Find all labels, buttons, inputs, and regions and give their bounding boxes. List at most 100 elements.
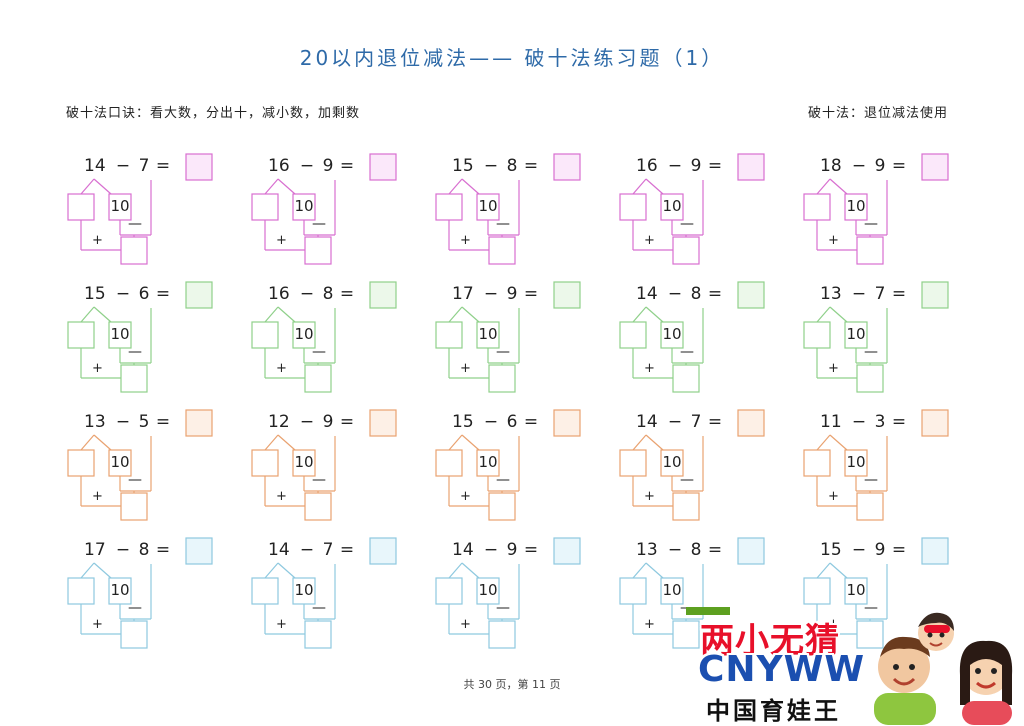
answer-box[interactable] [369,409,397,437]
ones-box[interactable] [67,449,95,477]
difference-box[interactable] [856,364,884,393]
answer-box[interactable] [737,537,765,565]
answer-box[interactable] [185,537,213,565]
answer-box[interactable] [921,153,949,181]
ones-box[interactable] [435,577,463,605]
decomposition-diagram [67,153,213,265]
ones-box[interactable] [435,321,463,349]
ten-label: 10 [294,453,314,471]
minuend: 14 [84,156,106,176]
ones-box[interactable] [67,321,95,349]
minus-label: — [864,472,878,488]
answer-box[interactable] [921,409,949,437]
answer-box[interactable] [553,281,581,309]
ones-box[interactable] [619,449,647,477]
difference-box[interactable] [856,492,884,521]
minus-label: — [128,600,142,616]
difference-box[interactable] [304,620,332,649]
answer-box[interactable] [369,153,397,181]
minus-sign: − [115,412,131,432]
difference-box[interactable] [120,492,148,521]
answer-box[interactable] [553,409,581,437]
equation: 15−6= [452,409,542,435]
ten-label: 10 [294,197,314,215]
minuend: 15 [452,412,474,432]
ones-box[interactable] [803,321,831,349]
ones-box[interactable] [67,193,95,221]
difference-box[interactable] [488,364,516,393]
difference-box[interactable] [488,492,516,521]
difference-box[interactable] [304,364,332,393]
difference-box[interactable] [672,620,700,649]
difference-box[interactable] [488,236,516,265]
ten-label: 10 [294,581,314,599]
ones-box[interactable] [435,449,463,477]
minus-sign: − [667,412,683,432]
ten-label: 10 [846,453,866,471]
decomposition-diagram [435,153,581,265]
ones-box[interactable] [803,577,831,605]
answer-box[interactable] [185,281,213,309]
difference-box[interactable] [304,492,332,521]
difference-box[interactable] [672,364,700,393]
minuend: 15 [820,540,842,560]
answer-box[interactable] [553,153,581,181]
decomposition-diagram [251,153,397,265]
equals-sign: = [339,284,355,304]
equals-sign: = [523,284,539,304]
answer-box[interactable] [369,281,397,309]
equation: 18−9= [820,153,910,179]
decomposition-diagram [251,409,397,521]
subtraction-problem: 15−8=10—+ [434,153,594,273]
answer-box[interactable] [921,537,949,565]
ones-box[interactable] [251,449,279,477]
minus-label: — [128,472,142,488]
watermark-bar [686,607,730,615]
minuend: 14 [636,412,658,432]
ones-box[interactable] [803,193,831,221]
equation: 17−9= [452,281,542,307]
decomposition-diagram [67,537,213,649]
subtrahend: 3 [874,412,886,432]
subtrahend: 7 [138,156,150,176]
answer-box[interactable] [737,409,765,437]
answer-box[interactable] [369,537,397,565]
plus-label: + [276,361,287,376]
difference-box[interactable] [856,236,884,265]
plus-label: + [92,233,103,248]
minuend: 18 [820,156,842,176]
difference-box[interactable] [856,620,884,649]
ones-box[interactable] [803,449,831,477]
decomposition-diagram [435,537,581,649]
answer-box[interactable] [185,409,213,437]
difference-box[interactable] [120,620,148,649]
difference-box[interactable] [672,492,700,521]
minus-sign: − [299,156,315,176]
ones-box[interactable] [619,321,647,349]
difference-box[interactable] [672,236,700,265]
ones-box[interactable] [251,321,279,349]
answer-box[interactable] [185,153,213,181]
ones-box[interactable] [251,577,279,605]
ones-box[interactable] [619,577,647,605]
answer-box[interactable] [737,281,765,309]
answer-box[interactable] [553,537,581,565]
difference-box[interactable] [120,364,148,393]
minuend: 16 [268,156,290,176]
equals-sign: = [339,412,355,432]
ones-box[interactable] [619,193,647,221]
method-note: 破十法：退位减法使用 [807,106,948,121]
ones-box[interactable] [67,577,95,605]
ten-label: 10 [662,325,682,343]
difference-box[interactable] [120,236,148,265]
ten-label: 10 [478,325,498,343]
answer-box[interactable] [737,153,765,181]
difference-box[interactable] [488,620,516,649]
subtraction-problem: 15−6=10—+ [66,281,226,401]
difference-box[interactable] [304,236,332,265]
ones-box[interactable] [435,193,463,221]
ones-box[interactable] [251,193,279,221]
answer-box[interactable] [921,281,949,309]
minus-label: — [128,216,142,232]
minuend: 11 [820,412,842,432]
